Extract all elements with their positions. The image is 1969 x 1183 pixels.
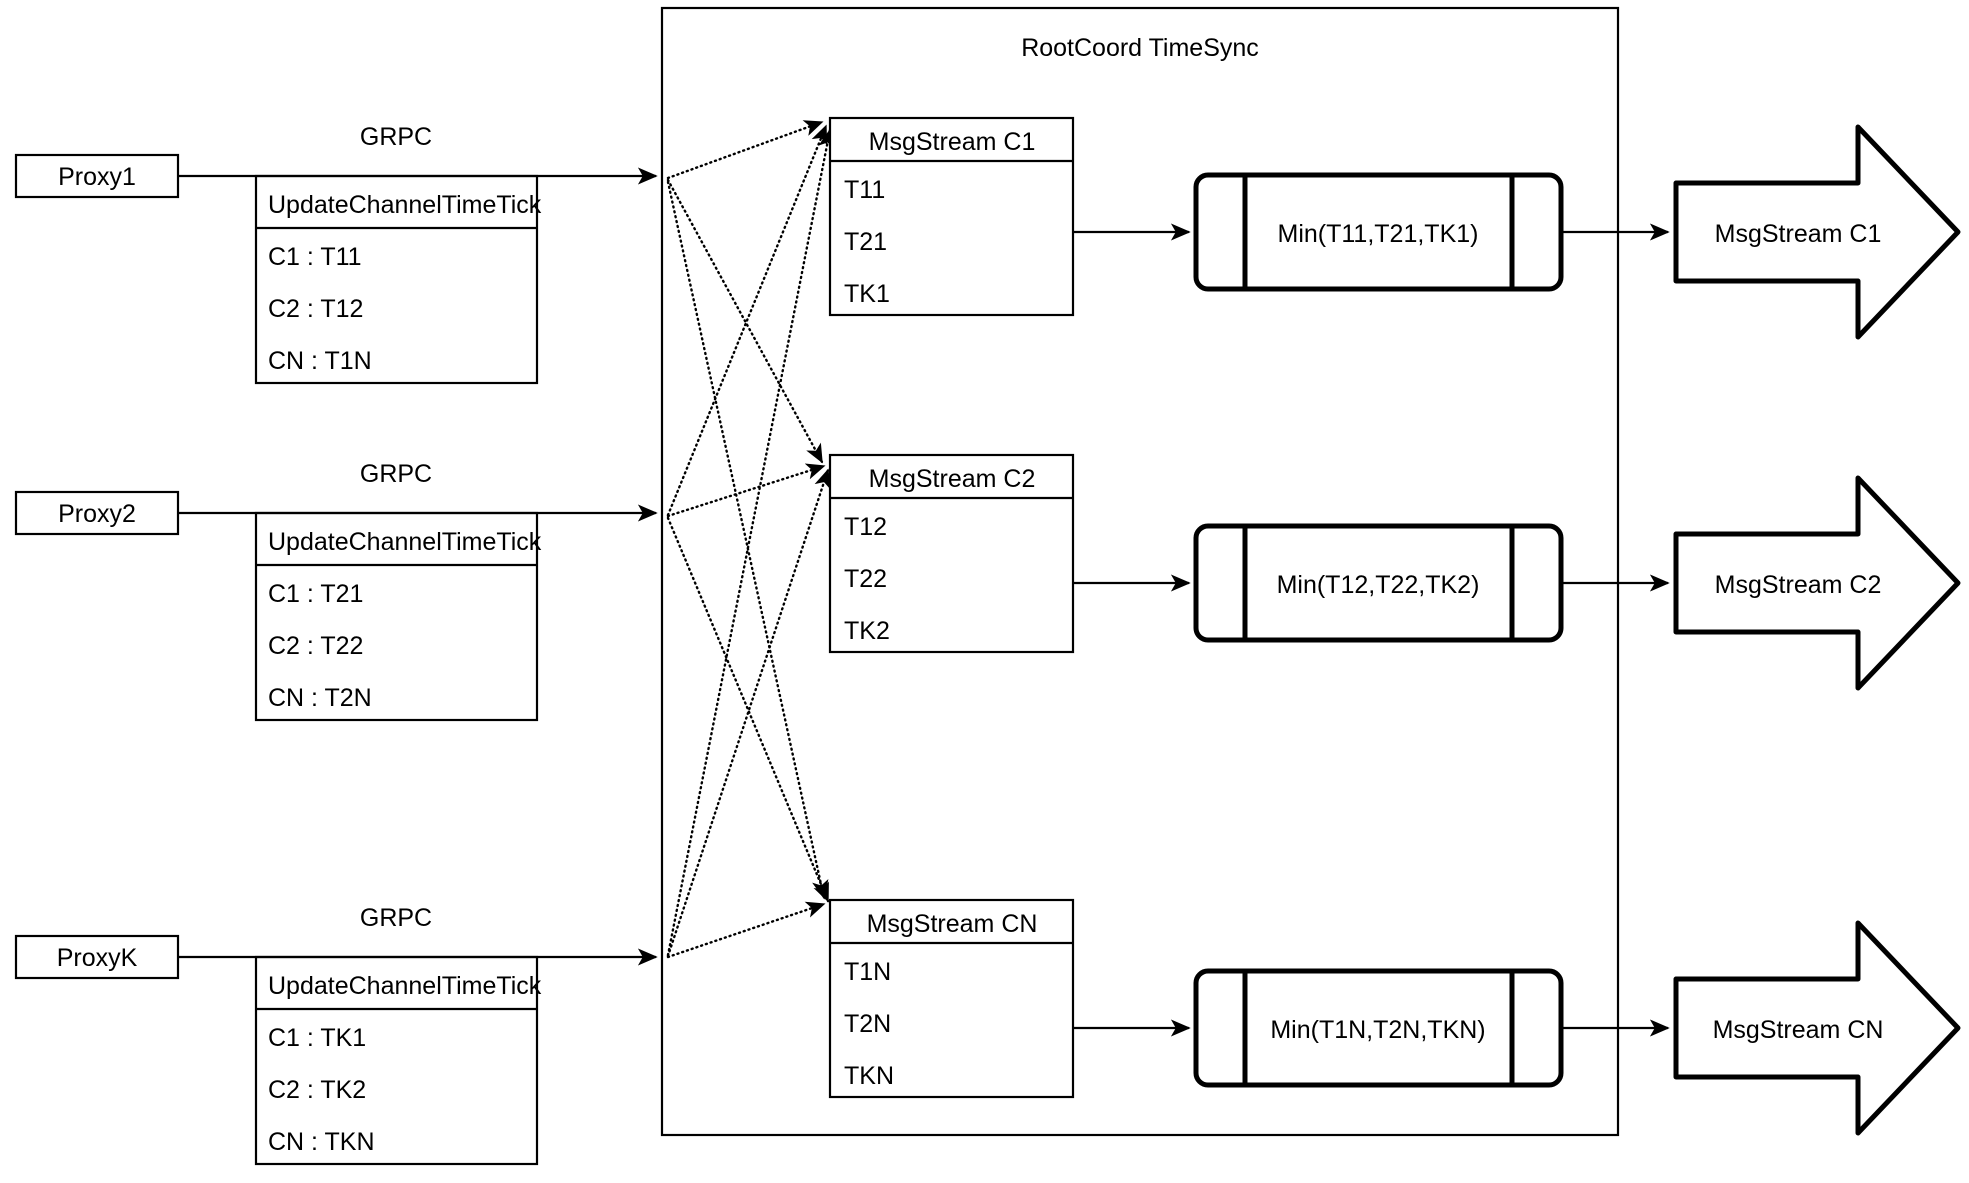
msgstream-header-2: MsgStream C2	[869, 465, 1036, 493]
output-block-arrow-3	[1673, 920, 1961, 1136]
msgstream-row-1-1: T21	[844, 228, 887, 256]
update-table-row-3-0: C1 : TK1	[268, 1024, 366, 1052]
msgstream-row-2-0: T12	[844, 513, 887, 541]
proxy-group-1: Proxy1 GRPC UpdateChannelTimeTick C1 : T…	[14, 123, 658, 385]
update-table-header-3: UpdateChannelTimeTick	[268, 972, 542, 1000]
container-title: RootCoord TimeSync	[1021, 34, 1259, 62]
output-label-1: MsgStream C1	[1715, 220, 1882, 248]
output-block-arrow-1	[1673, 124, 1961, 340]
min-process-label-1: Min(T11,T21,TK1)	[1278, 220, 1479, 248]
grpc-label-3: GRPC	[360, 904, 432, 932]
edge-p1-to-cn	[666, 180, 829, 900]
channel-row-2: MsgStream C2 T12 T22 TK2 Min(T12,T22,TK2…	[828, 453, 1961, 691]
msgstream-row-3-2: TKN	[844, 1062, 894, 1090]
grpc-label-2: GRPC	[360, 460, 432, 488]
update-table-row-1-0: C1 : T11	[268, 243, 362, 271]
proxy-label-1: Proxy1	[58, 163, 136, 191]
update-table-row-2-2: CN : T2N	[268, 684, 372, 712]
output-label-3: MsgStream CN	[1713, 1016, 1884, 1044]
channel-row-1: MsgStream C1 T11 T21 TK1 Min(T11,T21,TK1…	[828, 116, 1961, 340]
proxy-label-2: Proxy2	[58, 500, 136, 528]
edge-pk-to-c1	[666, 128, 835, 957]
min-process-label-3: Min(T1N,T2N,TKN)	[1270, 1016, 1485, 1044]
update-table-row-3-2: CN : TKN	[268, 1128, 375, 1156]
update-table-1	[254, 174, 539, 385]
msgstream-table-1	[828, 116, 1075, 317]
msgstream-header-1: MsgStream C1	[869, 128, 1036, 156]
update-table-header-1: UpdateChannelTimeTick	[268, 191, 542, 219]
update-table-row-3-1: C2 : TK2	[268, 1076, 366, 1104]
dotted-routing-edges	[666, 120, 835, 959]
proxy-group-3: ProxyK GRPC UpdateChannelTimeTick C1 : T…	[14, 904, 658, 1166]
edge-p1-to-c1	[666, 120, 824, 180]
msgstream-row-3-0: T1N	[844, 958, 891, 986]
edge-pk-to-c2	[666, 468, 831, 958]
edge-p1-to-c2	[666, 178, 824, 464]
edge-p2-to-c2	[666, 463, 826, 518]
output-label-2: MsgStream C2	[1715, 571, 1882, 599]
output-block-arrow-2	[1673, 475, 1961, 691]
msgstream-row-2-1: T22	[844, 565, 887, 593]
msgstream-header-3: MsgStream CN	[867, 910, 1038, 938]
proxy-box-1[interactable]	[14, 153, 180, 199]
update-table-row-2-1: C2 : T22	[268, 632, 363, 660]
update-table-3	[254, 955, 539, 1166]
proxy-box-3[interactable]	[14, 934, 180, 980]
edge-p2-to-cn	[666, 516, 830, 903]
update-table-header-2: UpdateChannelTimeTick	[268, 528, 542, 556]
msgstream-table-3	[828, 898, 1075, 1099]
proxy-label-3: ProxyK	[57, 944, 138, 972]
channel-row-3: MsgStream CN T1N T2N TKN Min(T1N,T2N,TKN…	[828, 898, 1961, 1136]
edge-p2-to-c1	[666, 124, 828, 517]
msgstream-row-1-0: T11	[844, 176, 885, 204]
update-table-row-1-2: CN : T1N	[268, 347, 372, 375]
min-process-label-2: Min(T12,T22,TK2)	[1277, 571, 1480, 599]
update-table-row-1-1: C2 : T12	[268, 295, 363, 323]
update-table-row-2-0: C1 : T21	[268, 580, 363, 608]
msgstream-row-1-2: TK1	[844, 280, 890, 308]
grpc-label-1: GRPC	[360, 123, 432, 151]
proxy-group-2: Proxy2 GRPC UpdateChannelTimeTick C1 : T…	[14, 460, 658, 722]
msgstream-table-2	[828, 453, 1075, 654]
msgstream-row-2-2: TK2	[844, 617, 890, 645]
msgstream-row-3-1: T2N	[844, 1010, 891, 1038]
